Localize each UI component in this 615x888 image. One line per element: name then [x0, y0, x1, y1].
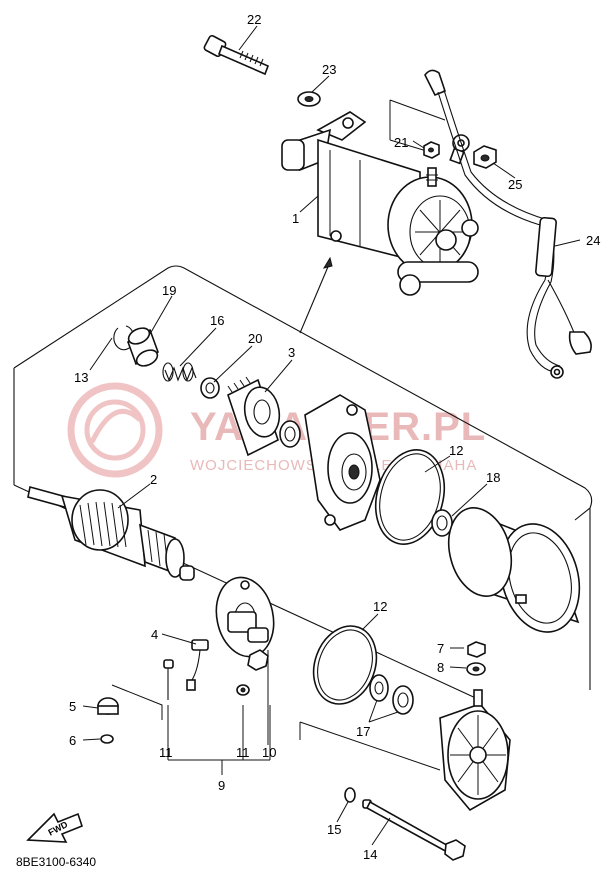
- bushing-19: [127, 327, 159, 367]
- washer-6: [100, 734, 114, 744]
- callout-labels: 22 23 21 25 1 24 19 16 20 3 13 2 12 18 1…: [69, 12, 614, 862]
- rear-cover: [299, 689, 511, 812]
- brush-plate-9: [215, 576, 275, 658]
- callout-10: 10: [262, 745, 276, 760]
- callout-19: 19: [162, 283, 176, 298]
- armature-2: [27, 486, 195, 581]
- callout-9: 9: [218, 778, 225, 793]
- o-ring-12-upper: [374, 449, 446, 545]
- callout-13: 13: [74, 370, 88, 385]
- spring-16: [162, 362, 197, 382]
- callout-7: 7: [437, 641, 444, 656]
- cap-5: [97, 697, 119, 715]
- washer-23: [297, 91, 321, 107]
- nut-25: [473, 145, 497, 169]
- bolt-22: [203, 34, 270, 76]
- callout-23: 23: [322, 62, 336, 77]
- callout-5: 5: [69, 699, 76, 714]
- callout-11-left: 11: [159, 745, 173, 760]
- washer-8: [466, 662, 486, 676]
- callout-1: 1: [292, 211, 299, 226]
- washer-17a: [369, 674, 389, 702]
- callout-14: 14: [363, 847, 377, 862]
- callout-11-extra: 11: [600, 588, 614, 603]
- callout-6: 6: [69, 733, 76, 748]
- washer-15: [344, 787, 356, 803]
- front-cover: [304, 394, 381, 531]
- yoke-housing: [447, 507, 581, 633]
- starter-cable-24: [424, 69, 592, 379]
- screw-11-left: [163, 659, 174, 700]
- callout-2: 2: [150, 472, 157, 487]
- starter-motor-assembly-1: [281, 111, 479, 296]
- callout-17: 17: [356, 724, 370, 739]
- callout-18: 18: [486, 470, 500, 485]
- o-ring-12-lower: [312, 625, 378, 705]
- washer-20: [200, 377, 220, 399]
- callout-25: 25: [508, 177, 522, 192]
- diagram-code: 8BE3100-6340: [16, 855, 96, 869]
- callout-16: 16: [210, 313, 224, 328]
- callout-15: 15: [327, 822, 341, 837]
- fwd-arrow-icon: FWD: [26, 812, 83, 843]
- callout-4: 4: [151, 627, 158, 642]
- through-bolt-14: [362, 799, 466, 861]
- callout-3: 3: [288, 345, 295, 360]
- circlip-13: [113, 325, 135, 351]
- washer-17b: [392, 685, 414, 715]
- screw-11-right: [247, 649, 269, 671]
- brush-4: [186, 639, 209, 691]
- nut-21: [423, 141, 440, 159]
- leader-lines: [82, 25, 581, 846]
- starter-clutch-3: [227, 376, 301, 457]
- screw-11-mid: [236, 684, 250, 696]
- exploded-view-outline: [13, 256, 593, 701]
- callout-20: 20: [248, 331, 262, 346]
- callout-12-lower: 12: [373, 599, 387, 614]
- callout-11-mid: 11: [236, 745, 250, 760]
- nut-7: [467, 641, 486, 658]
- callout-12-upper: 12: [449, 443, 463, 458]
- callout-21: 21: [394, 135, 408, 150]
- callout-8: 8: [437, 660, 444, 675]
- callout-22: 22: [247, 12, 261, 27]
- watermark-logo-icon: [67, 382, 163, 478]
- callout-24: 24: [586, 233, 600, 248]
